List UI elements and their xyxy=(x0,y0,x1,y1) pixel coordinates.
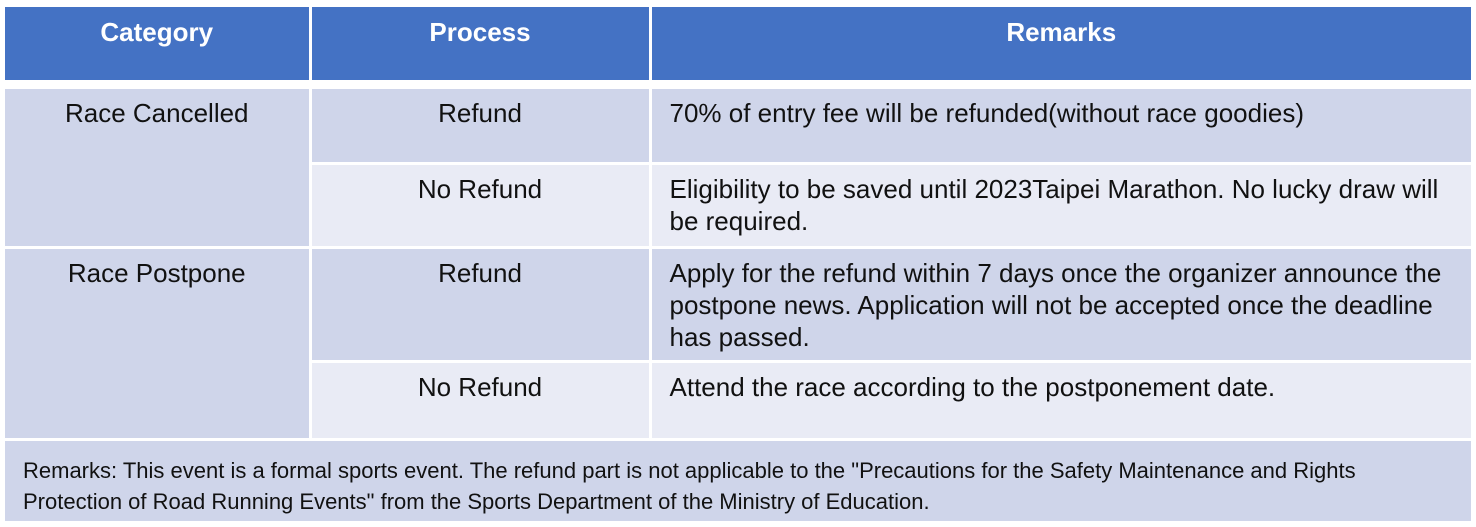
remark-cell: Attend the race according to the postpon… xyxy=(648,359,1471,441)
column-header-category: Category xyxy=(5,7,312,83)
remark-cell: Apply for the refund within 7 days once … xyxy=(648,245,1471,363)
column-header-remarks: Remarks xyxy=(648,7,1471,83)
table-row: No Refund Attend the race according to t… xyxy=(5,359,1471,441)
table-row: Race Postpone Refund Apply for the refun… xyxy=(5,245,1471,441)
table-row: No Refund Eligibility to be saved until … xyxy=(5,161,1471,249)
refund-policy-table: Category Process Remarks Race Cancelled … xyxy=(5,7,1471,521)
table-row: Race Cancelled Refund 70% of entry fee w… xyxy=(5,85,1471,249)
remark-cell: Eligibility to be saved until 2023Taipei… xyxy=(648,161,1471,249)
remark-cell: 70% of entry fee will be refunded(withou… xyxy=(648,85,1471,165)
column-header-process: Process xyxy=(308,7,652,83)
footnote-remarks: Remarks: This event is a formal sports e… xyxy=(5,437,1471,521)
header-separator-cell xyxy=(5,81,1471,87)
footnote-row: Remarks: This event is a formal sports e… xyxy=(5,437,1471,521)
category-cell-race-postpone: Race Postpone xyxy=(5,245,312,441)
category-cell-race-cancelled: Race Cancelled xyxy=(5,85,312,249)
header-separator xyxy=(5,81,1471,87)
process-cell: No Refund xyxy=(310,161,652,249)
table-header-row: Category Process Remarks xyxy=(5,7,1471,83)
process-cell: Refund xyxy=(308,85,652,165)
process-cell: Refund xyxy=(308,245,652,363)
refund-policy-table-wrapper: Category Process Remarks Race Cancelled … xyxy=(5,7,1471,521)
process-cell: No Refund xyxy=(310,359,652,441)
